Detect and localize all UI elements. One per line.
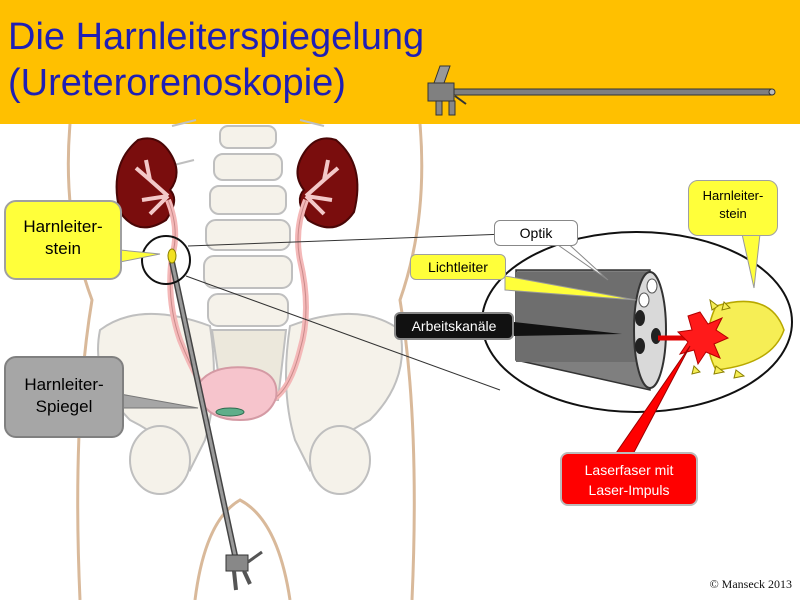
arbeitskanaele-label: Arbeitskanäle bbox=[411, 318, 497, 334]
kidney-right bbox=[296, 137, 359, 229]
stone-left-line1: Harnleiter- bbox=[23, 217, 103, 236]
zoom-circle bbox=[141, 235, 191, 285]
spine bbox=[169, 119, 327, 327]
laser-callout: Laserfaser mit Laser-Impuls bbox=[560, 452, 698, 506]
ureteroscope-icon bbox=[427, 65, 776, 116]
stone-right-line2: stein bbox=[719, 206, 747, 221]
title-line-2: (Ureterorenoskopie) bbox=[8, 62, 346, 104]
stone-right-line1: Harnleiter- bbox=[702, 188, 764, 203]
lichtleiter-label: Lichtleiter bbox=[428, 259, 488, 275]
lichtleiter-callout: Lichtleiter bbox=[410, 254, 506, 280]
scope-line1: Harnleiter- bbox=[24, 375, 104, 394]
callout-pointers bbox=[119, 233, 761, 457]
scope-callout: Harnleiter- Spiegel bbox=[4, 356, 124, 438]
kidney-left bbox=[115, 137, 178, 229]
ureter-stone bbox=[167, 248, 177, 264]
optik-callout: Optik bbox=[494, 220, 578, 246]
stone-callout-right: Harnleiter- stein bbox=[688, 180, 778, 236]
copyright-notice: © Manseck 2013 bbox=[709, 577, 792, 591]
arbeitskanaele-callout: Arbeitskanäle bbox=[394, 312, 514, 340]
page-title: Die Harnleiterspiegelung (Ureterorenosko… bbox=[8, 14, 424, 106]
stone-fragments bbox=[691, 298, 746, 379]
title-line-1: Die Harnleiterspiegelung bbox=[8, 16, 425, 58]
optik-label: Optik bbox=[519, 225, 553, 241]
stone-left-line2: stein bbox=[45, 239, 81, 258]
title-banner bbox=[0, 0, 800, 124]
inserted-ureteroscope bbox=[169, 261, 263, 591]
scope-line2: Spiegel bbox=[35, 397, 93, 416]
laser-line1: Laserfaser mit bbox=[584, 462, 674, 478]
stone-callout-left: Harnleiter- stein bbox=[4, 200, 122, 280]
laser-line2: Laser-Impuls bbox=[588, 482, 670, 498]
bladder bbox=[199, 366, 278, 422]
laser-flash bbox=[676, 311, 730, 366]
